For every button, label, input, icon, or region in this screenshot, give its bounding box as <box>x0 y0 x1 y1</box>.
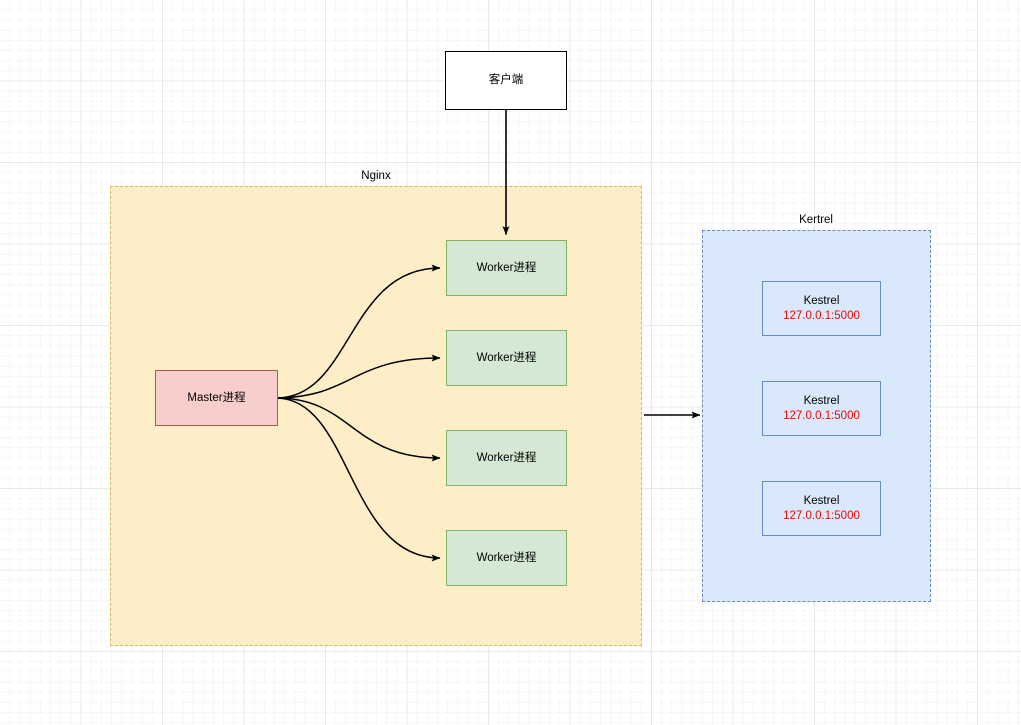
kestrel-instance-node-1[interactable]: Kestrel 127.0.0.1:5000 <box>762 281 881 336</box>
worker-process-label: Worker进程 <box>476 351 537 364</box>
client-node-label: 客户端 <box>488 74 524 87</box>
client-node[interactable]: 客户端 <box>445 51 567 110</box>
worker-process-label: Worker进程 <box>476 551 537 564</box>
kestrel-instance-address: 127.0.0.1:5000 <box>783 509 860 522</box>
worker-process-label: Worker进程 <box>476 451 537 464</box>
kertrel-container-label: Kertrel <box>799 214 833 226</box>
kestrel-instance-node-2[interactable]: Kestrel 127.0.0.1:5000 <box>762 381 881 436</box>
nginx-container-label: Nginx <box>361 170 391 182</box>
worker-process-label: Worker进程 <box>476 261 537 274</box>
master-process-node[interactable]: Master进程 <box>155 370 278 426</box>
kestrel-instance-name: Kestrel <box>803 295 840 308</box>
worker-process-node-2[interactable]: Worker进程 <box>446 330 567 386</box>
worker-process-node-1[interactable]: Worker进程 <box>446 240 567 296</box>
kestrel-instance-address: 127.0.0.1:5000 <box>783 409 860 422</box>
worker-process-node-3[interactable]: Worker进程 <box>446 430 567 486</box>
kestrel-instance-name: Kestrel <box>803 495 840 508</box>
kestrel-instance-address: 127.0.0.1:5000 <box>783 309 860 322</box>
master-process-label: Master进程 <box>187 391 246 404</box>
kestrel-instance-name: Kestrel <box>803 395 840 408</box>
worker-process-node-4[interactable]: Worker进程 <box>446 530 567 586</box>
kestrel-instance-node-3[interactable]: Kestrel 127.0.0.1:5000 <box>762 481 881 536</box>
